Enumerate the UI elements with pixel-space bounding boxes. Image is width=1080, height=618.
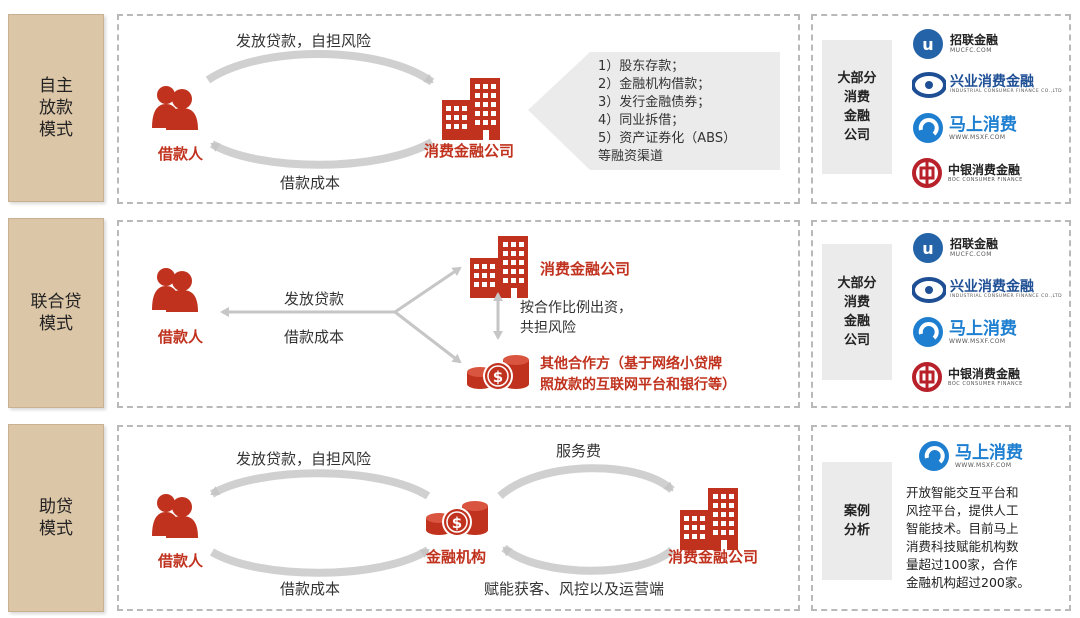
funding-channels-list: 1）股东存款； 2）金融机构借款； 3）发行金融债券； 4）同业拆借； 5）资产… [598, 59, 737, 164]
swirl-logo-icon [912, 277, 946, 303]
boc-logo-icon [912, 362, 942, 392]
row1-frame [117, 14, 800, 204]
row3-side-frame [811, 425, 1071, 611]
svg-text:u: u [922, 35, 933, 54]
side-label-row1: 大部分 消费 金融 公司 [822, 40, 892, 174]
ratio-label: 按合作比例出资， 共担风险 [520, 300, 632, 336]
lend-label: 发放贷款，自担风险 [236, 32, 372, 50]
coins-icon [425, 500, 489, 538]
cost-arrow [209, 138, 434, 169]
company-label: 消费金融公司 [668, 548, 759, 566]
row1-side-frame [811, 14, 1071, 204]
mashang-logo: 马上消费 WWW.MSXF.COM [912, 316, 1017, 348]
institution-label: 金融机构 [426, 548, 487, 566]
case-study-text: 开放智能交互平台和 风控平台，提供人工 智能技术。目前马上 消费科技赋能机构数 … [906, 485, 1030, 590]
boc-logo-icon [912, 158, 942, 188]
xingye-logo: 兴业消费金融 INDUSTRIAL CONSUMER FINANCE CO.,L… [912, 277, 1062, 303]
xingye-logo: 兴业消费金融 INDUSTRIAL CONSUMER FINANCE CO.,L… [912, 72, 1062, 98]
row3-frame [117, 425, 800, 611]
cost-label: 借款成本 [284, 328, 345, 346]
zhaolian-logo: u 招联金融 MUCFC.COM [912, 232, 998, 264]
side-label-row3: 案例 分析 [822, 462, 892, 580]
row2-frame [117, 220, 800, 408]
zhaolian-logo: u 招联金融 MUCFC.COM [912, 28, 998, 60]
partner-label: 其他合作方（基于网络小贷牌 照放款的互联网平台和银行等） [540, 356, 736, 393]
ma-logo-icon [913, 113, 943, 143]
ma-logo-icon [919, 441, 949, 471]
cost-label: 借款成本 [280, 174, 341, 192]
mode-label-joint-lending: 联合贷 模式 [8, 218, 104, 408]
swirl-logo-icon [912, 72, 946, 98]
company-label: 消费金融公司 [540, 260, 631, 278]
zhongyin-logo: 中银消费金融 BOC CONSUMER FINANCE [912, 362, 1023, 392]
cost-label: 借款成本 [280, 580, 341, 598]
borrower-icon [152, 86, 198, 130]
building-icon [470, 236, 528, 298]
enable-label: 赋能获客、风控以及运营端 [484, 580, 665, 598]
svg-text:u: u [922, 239, 933, 258]
mu-logo-icon: u [913, 29, 943, 59]
zhongyin-logo: 中银消费金融 BOC CONSUMER FINANCE [912, 158, 1023, 188]
mashang-logo: 马上消费 WWW.MSXF.COM [912, 112, 1017, 144]
lend-arrow [205, 50, 435, 86]
building-icon [442, 78, 500, 140]
lend-label: 发放贷款 [284, 290, 345, 308]
mu-logo-icon: u [913, 233, 943, 263]
funding-callout [528, 52, 780, 170]
mashang-logo: 马上消费 WWW.MSXF.COM [918, 440, 1023, 472]
company-label: 消费金融公司 [424, 142, 515, 160]
mode-label-self-lending: 自主 放款 模式 [8, 14, 104, 202]
borrower-label: 借款人 [158, 328, 204, 346]
mode-label-assisted-lending: 助贷 模式 [8, 424, 104, 612]
borrower-icon [152, 494, 198, 538]
row2-side-frame [811, 220, 1071, 408]
building-icon [680, 488, 738, 550]
borrower-label: 借款人 [158, 145, 204, 163]
borrower-icon [152, 268, 198, 312]
lend-label: 发放贷款，自担风险 [236, 450, 372, 468]
coins-icon [466, 354, 530, 392]
service-fee-label: 服务费 [556, 442, 602, 460]
ma-logo-icon [913, 317, 943, 347]
borrower-label: 借款人 [158, 552, 204, 570]
side-label-row2: 大部分 消费 金融 公司 [822, 244, 892, 380]
